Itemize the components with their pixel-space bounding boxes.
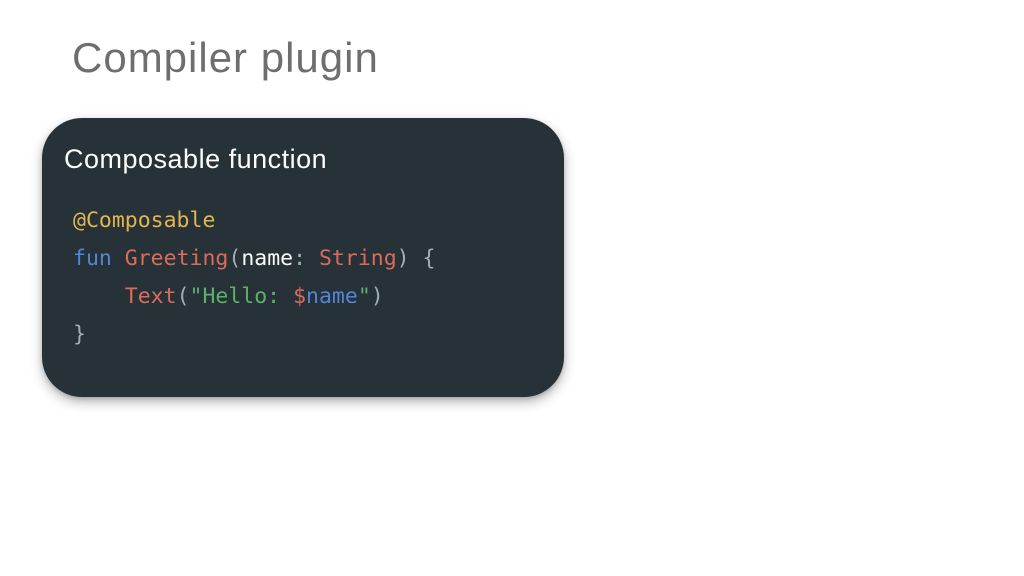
slide-title: Compiler plugin xyxy=(72,34,379,81)
code-token: } xyxy=(73,322,86,347)
code-token: : xyxy=(293,246,319,271)
code-token: name xyxy=(241,246,294,271)
code-token: fun xyxy=(73,246,112,271)
code-token: Text xyxy=(124,284,177,309)
code-token: ( xyxy=(176,284,190,309)
code-token: $ xyxy=(293,284,307,309)
code-token: "Hello: xyxy=(189,284,294,309)
code-line: } xyxy=(73,316,536,354)
code-token: ( xyxy=(228,246,242,271)
code-token: ) { xyxy=(396,246,436,271)
code-token: Greeting xyxy=(124,246,229,271)
code-line: Text("Hello: $name") xyxy=(73,278,536,316)
code-token: ) xyxy=(370,284,384,309)
card-heading: Composable function xyxy=(64,144,328,174)
code-token xyxy=(112,246,125,271)
code-token: " xyxy=(357,284,371,309)
code-line: fun Greeting(name: String) { xyxy=(73,240,536,278)
code-token: name xyxy=(306,284,358,309)
code-token: @Composable xyxy=(73,208,216,233)
code-token xyxy=(73,284,125,309)
code-card: Composable function @Composable fun Greet… xyxy=(42,118,564,397)
code-token: String xyxy=(318,246,397,271)
code-line: @Composable xyxy=(73,202,536,240)
